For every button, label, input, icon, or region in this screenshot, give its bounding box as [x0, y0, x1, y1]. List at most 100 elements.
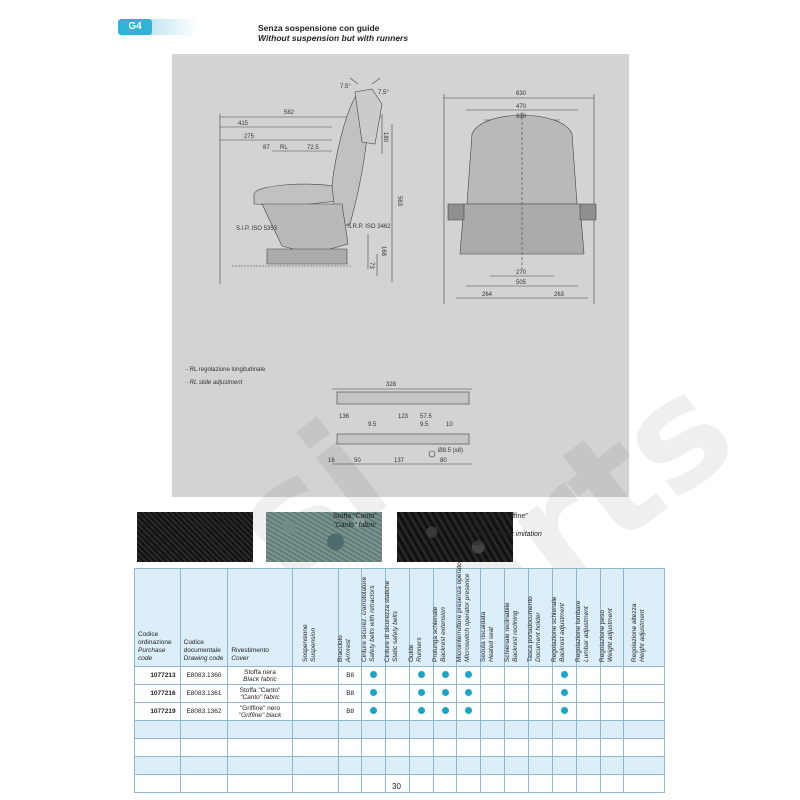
empty-row: [134, 720, 665, 739]
dim-330: 330: [516, 114, 527, 120]
microswitch-cell: [456, 702, 482, 721]
dim-123: 123: [398, 414, 409, 420]
backrest-adjustment-cell: [551, 684, 577, 703]
angle-left-label: 7.5°: [340, 84, 351, 90]
backrest-extension-cell: [432, 666, 458, 685]
dim-73: 73: [368, 262, 374, 269]
armrest-cell: B8: [338, 684, 363, 703]
feature-dot: [465, 707, 473, 714]
fabric-3-it: Fintapelle "Griffine" nero: [468, 513, 528, 529]
feature-dot: [417, 671, 425, 678]
dim-264: 264: [482, 292, 493, 298]
fabric-2-it: Stoffa "Canto": [333, 513, 377, 520]
front-view: [443, 94, 597, 304]
feature-dot: [370, 707, 378, 714]
dim-rl: RL: [280, 145, 288, 151]
seat-drawings: 7.5° 7.5° 582 415 275 87 RL 72.5 180 563…: [219, 77, 597, 465]
runners-cell: [408, 702, 434, 721]
dim-137: 137: [394, 458, 405, 464]
dim-10: 10: [446, 422, 453, 428]
microswitch-cell: [456, 684, 482, 703]
page-title-en: Without suspension but with runners: [258, 33, 409, 43]
rail-view-labels: 328 136 123 57.5 9.5 9.5 10 16 50 137 80…: [328, 382, 463, 464]
runners-cell: [408, 684, 434, 703]
feature-dot: [417, 707, 425, 714]
rail-view: [332, 388, 472, 465]
srp-label: S.R.P. ISO 3462: [347, 224, 391, 230]
badge-tail: [148, 19, 198, 35]
front-view-labels: 630 470 330 270 505 264 263: [482, 91, 565, 298]
dim-270: 270: [516, 270, 527, 276]
suspension-cell: [291, 702, 340, 721]
swatch-black-fabric: [137, 512, 253, 562]
suspension-cell: [291, 666, 340, 685]
dim-263: 263: [554, 292, 565, 298]
series-badge: G4: [118, 16, 200, 40]
drawing-code: E8083.1362: [179, 702, 229, 721]
dim-16: 16: [328, 458, 335, 464]
dim-470: 470: [516, 104, 527, 110]
fabric-2-en: "Canto" fabric: [333, 522, 376, 529]
fabric-3-en: "Griffine" black imitation leather: [468, 531, 542, 547]
feature-dot: [441, 671, 449, 678]
feature-dot: [560, 689, 568, 696]
safety-belts-cell: [361, 702, 386, 721]
cover-cell: Stoffa "Canto""Canto" fabric: [227, 684, 293, 703]
dim-80: 80: [440, 458, 447, 464]
dim-9-5-a: 9.5: [368, 422, 377, 428]
feature-dot: [560, 707, 568, 714]
feature-dot: [560, 671, 568, 678]
cover-cell: "Griffine" nero"Griffine" black: [227, 702, 293, 721]
dim-50: 50: [354, 458, 361, 464]
backrest-extension-cell: [432, 702, 458, 721]
dim-57-5: 57.5: [420, 414, 432, 420]
purchase-code: 1077213: [134, 666, 181, 685]
side-view-labels: 7.5° 7.5° 582 415 275 87 RL 72.5 180 563…: [236, 84, 402, 269]
backrest-adjustment-cell: [551, 702, 577, 721]
armrest-cell: B8: [338, 702, 363, 721]
feature-dot: [370, 689, 378, 696]
empty-row: [134, 756, 665, 775]
feature-dot: [465, 671, 473, 678]
backrest-extension-cell: [432, 684, 458, 703]
rl-note-en: - RL slide adjustment: [186, 380, 243, 386]
armrest-cell: B8: [338, 666, 363, 685]
runners-cell: [408, 666, 434, 685]
fabric-label-1: Stoffa nera Black fabric: [200, 512, 236, 530]
feature-dot: [441, 689, 449, 696]
dim-168: 168: [380, 246, 386, 257]
dim-87: 87: [263, 145, 270, 151]
dim-136: 136: [339, 414, 350, 420]
fabric-label-2: Stoffa "Canto" "Canto" fabric: [333, 512, 377, 530]
empty-row: [134, 738, 665, 757]
safety-belts-cell: [361, 666, 386, 685]
slp-label: S.I.P. ISO 5353: [236, 226, 278, 232]
purchase-code: 1077216: [134, 684, 181, 703]
side-view: [219, 77, 393, 284]
rl-note-it: - RL regolazione longitudinale: [186, 367, 266, 373]
dim-328: 328: [386, 382, 397, 388]
page-number: 30: [392, 782, 401, 791]
dim-180: 180: [382, 132, 388, 143]
dim-9-5-b: 9.5: [420, 422, 429, 428]
feature-dot: [465, 689, 473, 696]
dim-563: 563: [396, 196, 402, 207]
microswitch-cell: [456, 666, 482, 685]
